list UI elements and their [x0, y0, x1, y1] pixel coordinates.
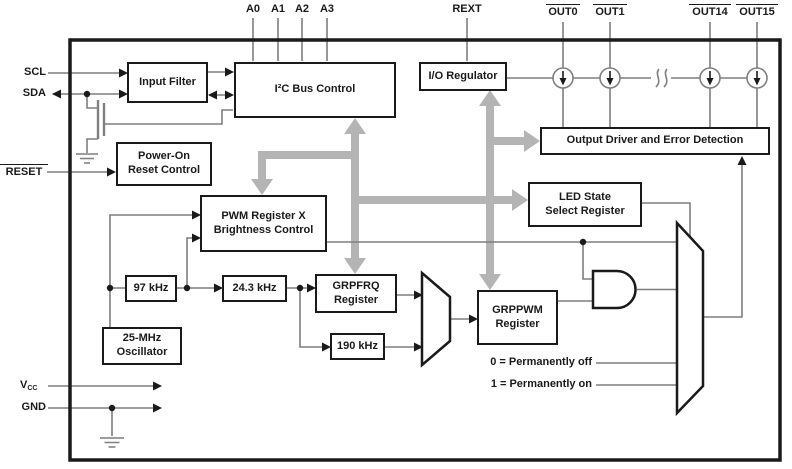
line-break-symbol [655, 68, 668, 88]
block-190khz: 190 kHz [330, 333, 385, 360]
pin-out0: OUT0 [546, 4, 580, 19]
signal-wires [47, 18, 758, 448]
block-input-filter: Input Filter [127, 62, 208, 103]
current-source-out15 [746, 67, 768, 89]
block-grpfrq-register: GRPFRQ Register [315, 274, 397, 313]
block-grppwm-register: GRPPWM Register [477, 290, 558, 345]
block-power-on-reset: Power-On Reset Control [116, 142, 212, 186]
block-i2c-bus-control: I²C Bus Control [234, 62, 396, 118]
block-97khz: 97 kHz [125, 275, 177, 302]
group-clock-mux [420, 270, 452, 368]
current-source-out1 [599, 67, 621, 89]
i2c-internal-bus [251, 90, 540, 290]
arrowheads [52, 67, 747, 413]
output-state-mux [675, 219, 705, 417]
block-output-driver: Output Driver and Error Detection [540, 127, 770, 155]
annotation-permanently-off: 0 = Permanently off [490, 356, 592, 368]
pin-a0: A0 [245, 3, 261, 15]
current-source-out14 [699, 67, 721, 89]
pin-out14: OUT14 [689, 4, 731, 19]
pin-vcc: VCC [20, 379, 37, 395]
and-gate [591, 269, 637, 310]
pin-out15: OUT15 [736, 4, 778, 19]
pin-a1: A1 [270, 3, 286, 15]
pin-scl: SCL [24, 66, 46, 78]
pin-gnd: GND [21, 401, 46, 413]
block-24khz: 24.3 kHz [222, 275, 287, 302]
block-oscillator: 25-MHz Oscillator [102, 327, 182, 365]
pin-vcc-sub: CC [27, 385, 38, 392]
pin-sda: SDA [22, 87, 46, 99]
block-io-regulator: I/O Regulator [419, 62, 507, 91]
pin-a2: A2 [294, 3, 310, 15]
pin-out1: OUT1 [593, 4, 627, 19]
annotation-permanently-on: 1 = Permanently on [490, 378, 592, 390]
pin-vcc-main: V [20, 379, 28, 391]
current-source-out0 [552, 67, 574, 89]
block-pwm-register: PWM Register X Brightness Control [200, 195, 327, 252]
chip-boundary [68, 38, 782, 462]
block-led-state-select: LED State Select Register [528, 182, 642, 227]
pin-a3: A3 [319, 3, 335, 15]
junction-dots [83, 90, 587, 412]
pin-reset: RESET [0, 164, 48, 179]
pin-rext: REXT [452, 3, 482, 15]
